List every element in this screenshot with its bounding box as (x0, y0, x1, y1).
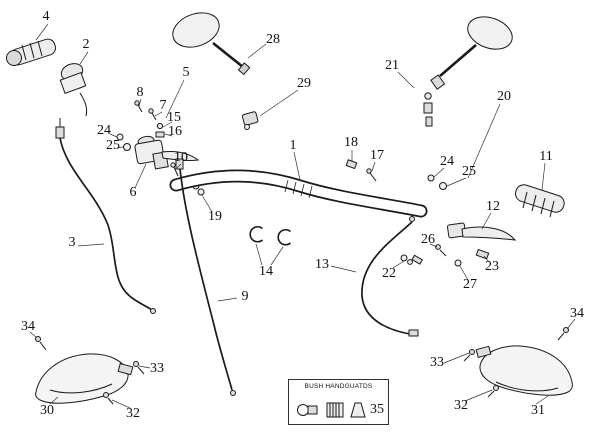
bush-handguards-title: BUSH HANDGUATDS (304, 383, 373, 390)
mirror-clamp (241, 111, 259, 130)
bar-fittings (345, 159, 377, 182)
retaining-clips (249, 225, 292, 246)
clutch-cable (361, 216, 419, 337)
right-mirror (423, 16, 513, 127)
clamp-bracket-icon (297, 404, 318, 416)
handlebar (169, 169, 428, 218)
left-mirror (172, 12, 251, 76)
bush-handguards-box: BUSH HANDGUATDS (288, 379, 389, 425)
left-cable (55, 118, 156, 314)
leader-lines (29, 23, 576, 409)
throttle-cable (175, 158, 236, 396)
left-handguard (35, 336, 145, 405)
bush-handguards-icons (297, 402, 366, 418)
front-master-cylinder (116, 100, 205, 196)
cone-bush-icon (350, 402, 366, 418)
throttle-grip-assembly (6, 38, 88, 117)
clutch-lever-assembly (400, 174, 517, 267)
ribbed-bush-icon (326, 402, 344, 418)
right-handguard (463, 327, 573, 398)
right-grip (515, 184, 565, 218)
